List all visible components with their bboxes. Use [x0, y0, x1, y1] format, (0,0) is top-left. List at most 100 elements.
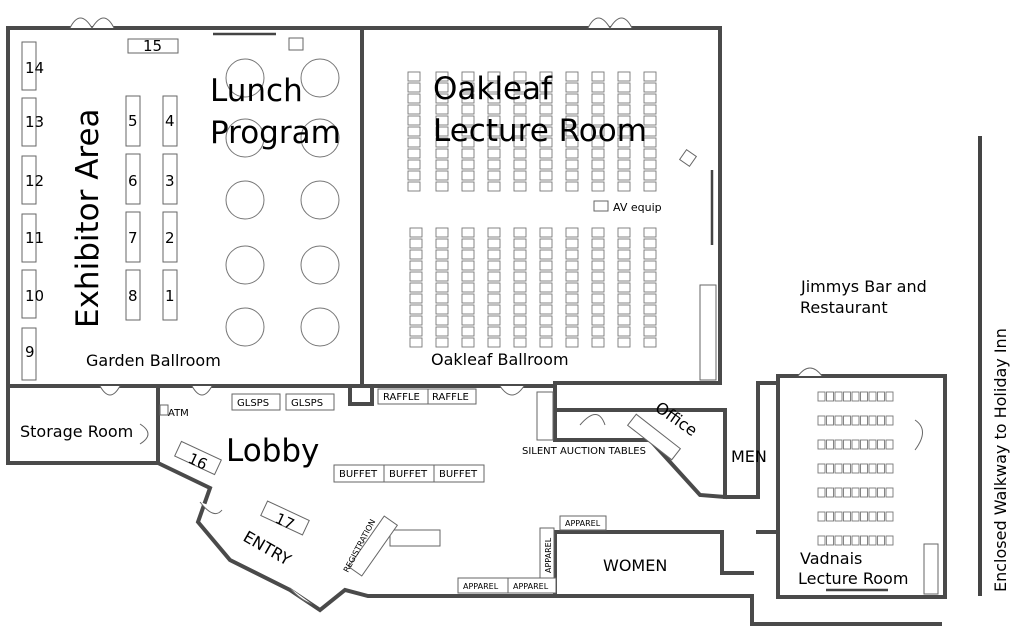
- chair: [643, 82, 657, 93]
- chair: [487, 260, 501, 271]
- apparel-1: APPAREL: [565, 519, 601, 528]
- chair: [826, 439, 834, 450]
- chair: [565, 93, 579, 104]
- chair: [565, 126, 579, 137]
- chair: [461, 159, 475, 170]
- chair: [513, 181, 527, 192]
- garden-ballroom-label: Garden Ballroom: [86, 351, 221, 370]
- chair: [591, 304, 605, 315]
- chair: [565, 159, 579, 170]
- chair: [591, 282, 605, 293]
- chair: [461, 337, 475, 348]
- chair: [643, 238, 657, 249]
- chair: [851, 535, 860, 546]
- chair: [435, 115, 449, 126]
- chair: [513, 249, 527, 260]
- oakleaf-lecture-label-1: Oakleaf: [433, 71, 553, 107]
- chair: [487, 82, 501, 93]
- booth-9: 9: [25, 343, 35, 361]
- lunch-tables: [225, 58, 340, 347]
- chair: [868, 511, 877, 522]
- chair: [513, 238, 527, 249]
- chair: [643, 337, 657, 348]
- jimmys-label-2: Restaurant: [800, 298, 888, 317]
- glsps-1: GLSPS: [237, 398, 269, 409]
- chair: [539, 104, 553, 115]
- booth-12: 12: [25, 172, 44, 190]
- chair: [591, 337, 605, 348]
- apparel-2: APPAREL: [544, 537, 553, 573]
- chair: [565, 181, 579, 192]
- chair: [885, 487, 894, 498]
- chair: [435, 93, 449, 104]
- oakleaf-chairs: [407, 71, 657, 348]
- jimmys-label-1: Jimmys Bar and: [800, 277, 927, 296]
- chair: [513, 326, 527, 337]
- chair: [539, 337, 553, 348]
- booth-6: 6: [128, 172, 138, 190]
- chair: [643, 304, 657, 315]
- chair: [877, 415, 885, 426]
- chair: [617, 315, 631, 326]
- chair: [407, 126, 421, 137]
- chair: [834, 487, 843, 498]
- chair: [851, 463, 860, 474]
- chair: [513, 104, 527, 115]
- chair: [487, 326, 501, 337]
- chair: [409, 304, 423, 315]
- vadnais-label-1: Vadnais: [800, 549, 862, 568]
- chair: [461, 249, 475, 260]
- chair: [826, 511, 834, 522]
- chair: [877, 439, 885, 450]
- chair: [487, 249, 501, 260]
- chair: [617, 293, 631, 304]
- chair: [643, 282, 657, 293]
- chair: [409, 315, 423, 326]
- chair: [435, 249, 449, 260]
- chair: [435, 137, 449, 148]
- chair: [617, 148, 631, 159]
- chair: [435, 148, 449, 159]
- chair: [885, 415, 894, 426]
- chair: [643, 115, 657, 126]
- booth-5: 5: [128, 112, 138, 130]
- booth-15: 15: [143, 37, 162, 55]
- chair: [565, 293, 579, 304]
- chair: [643, 249, 657, 260]
- chair: [435, 238, 449, 249]
- men-label: MEN: [731, 447, 767, 466]
- chair: [591, 238, 605, 249]
- chair: [868, 463, 877, 474]
- chair: [565, 315, 579, 326]
- chair: [513, 170, 527, 181]
- chair: [617, 249, 631, 260]
- chair: [487, 137, 501, 148]
- booth-14: 14: [25, 59, 44, 77]
- chair: [435, 260, 449, 271]
- chair: [877, 511, 885, 522]
- chair: [617, 170, 631, 181]
- chair: [513, 271, 527, 282]
- lobby-label: Lobby: [226, 433, 319, 469]
- chair: [591, 159, 605, 170]
- chair: [407, 159, 421, 170]
- chair: [487, 304, 501, 315]
- buffet-1: BUFFET: [339, 469, 378, 480]
- chair: [539, 326, 553, 337]
- chair: [843, 439, 851, 450]
- chair: [565, 227, 579, 238]
- vadnais-label-2: Lecture Room: [798, 569, 908, 588]
- booth-3: 3: [165, 172, 175, 190]
- chair: [461, 93, 475, 104]
- chair: [617, 304, 631, 315]
- chair: [860, 439, 868, 450]
- chair: [591, 315, 605, 326]
- raffle-1: RAFFLE: [383, 392, 420, 403]
- chair: [591, 227, 605, 238]
- chair: [461, 71, 475, 82]
- chair: [513, 304, 527, 315]
- atm-label: ATM: [168, 408, 189, 419]
- chair: [565, 326, 579, 337]
- booth-4: 4: [165, 112, 175, 130]
